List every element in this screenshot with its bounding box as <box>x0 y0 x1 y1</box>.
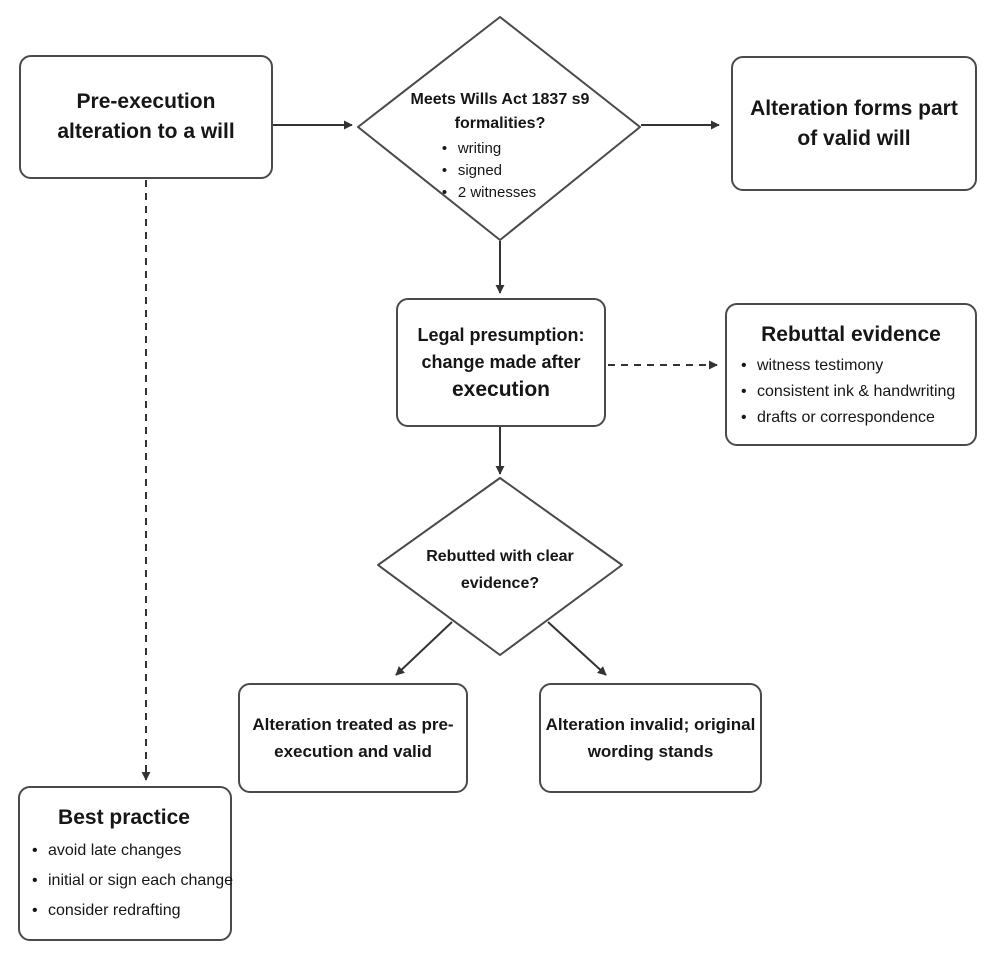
rebuttal-item: consistent ink & handwriting <box>737 379 955 405</box>
best-practice-node: Best practice avoid late changes initial… <box>18 786 233 941</box>
formalities-item: 2 witnesses <box>438 182 536 204</box>
presumption-line-1: Legal presumption: <box>417 324 585 345</box>
edge-rebutted-to-treated-valid <box>395 621 453 676</box>
rebutted-decision: Rebutted with clear evidence? <box>415 543 585 597</box>
best-practice-item: avoid late changes <box>28 836 233 866</box>
best-practice-item: consider redrafting <box>28 896 233 926</box>
pre-execution-alteration-node: Pre-execution alteration to a will <box>19 55 273 179</box>
valid-will-node: Alteration forms part of valid will <box>731 56 977 191</box>
invalid-node: Alteration invalid; original wording sta… <box>539 683 762 793</box>
rebutted-diamond <box>377 477 623 656</box>
pre-execution-alteration-label: Pre-execution alteration to a will <box>57 90 235 143</box>
legal-presumption-node: Legal presumption: change made after exe… <box>396 298 606 427</box>
formalities-diamond <box>357 16 641 241</box>
presumption-line-3: execution <box>451 377 551 401</box>
treated-valid-label: Alteration treated as pre-execution and … <box>252 715 454 761</box>
valid-will-label: Alteration forms part of valid will <box>750 96 958 150</box>
rebuttal-evidence-node: Rebuttal evidence witness testimony cons… <box>725 303 977 446</box>
formalities-item: writing <box>438 138 536 160</box>
rebuttal-evidence-title: Rebuttal evidence <box>761 323 941 346</box>
rebuttal-item: drafts or correspondence <box>737 405 955 431</box>
invalid-label: Alteration invalid; original wording sta… <box>545 715 756 761</box>
presumption-line-2: change made after <box>421 351 581 372</box>
formalities-item: signed <box>438 160 536 182</box>
best-practice-item: initial or sign each change <box>28 866 233 896</box>
formalities-decision: Meets Wills Act 1837 s9 formalities? wri… <box>390 88 610 204</box>
treated-valid-node: Alteration treated as pre-execution and … <box>238 683 468 793</box>
formalities-list: writing signed 2 witnesses <box>438 138 536 204</box>
best-practice-list: avoid late changes initial or sign each … <box>28 836 233 926</box>
rebuttal-item: witness testimony <box>737 353 955 379</box>
edge-rebutted-to-invalid <box>547 621 607 676</box>
best-practice-title: Best practice <box>58 806 190 829</box>
rebuttal-evidence-list: witness testimony consistent ink & handw… <box>737 353 955 431</box>
rebutted-question: Rebutted with clear evidence? <box>426 548 574 592</box>
formalities-question: Meets Wills Act 1837 s9 formalities? <box>410 91 590 132</box>
